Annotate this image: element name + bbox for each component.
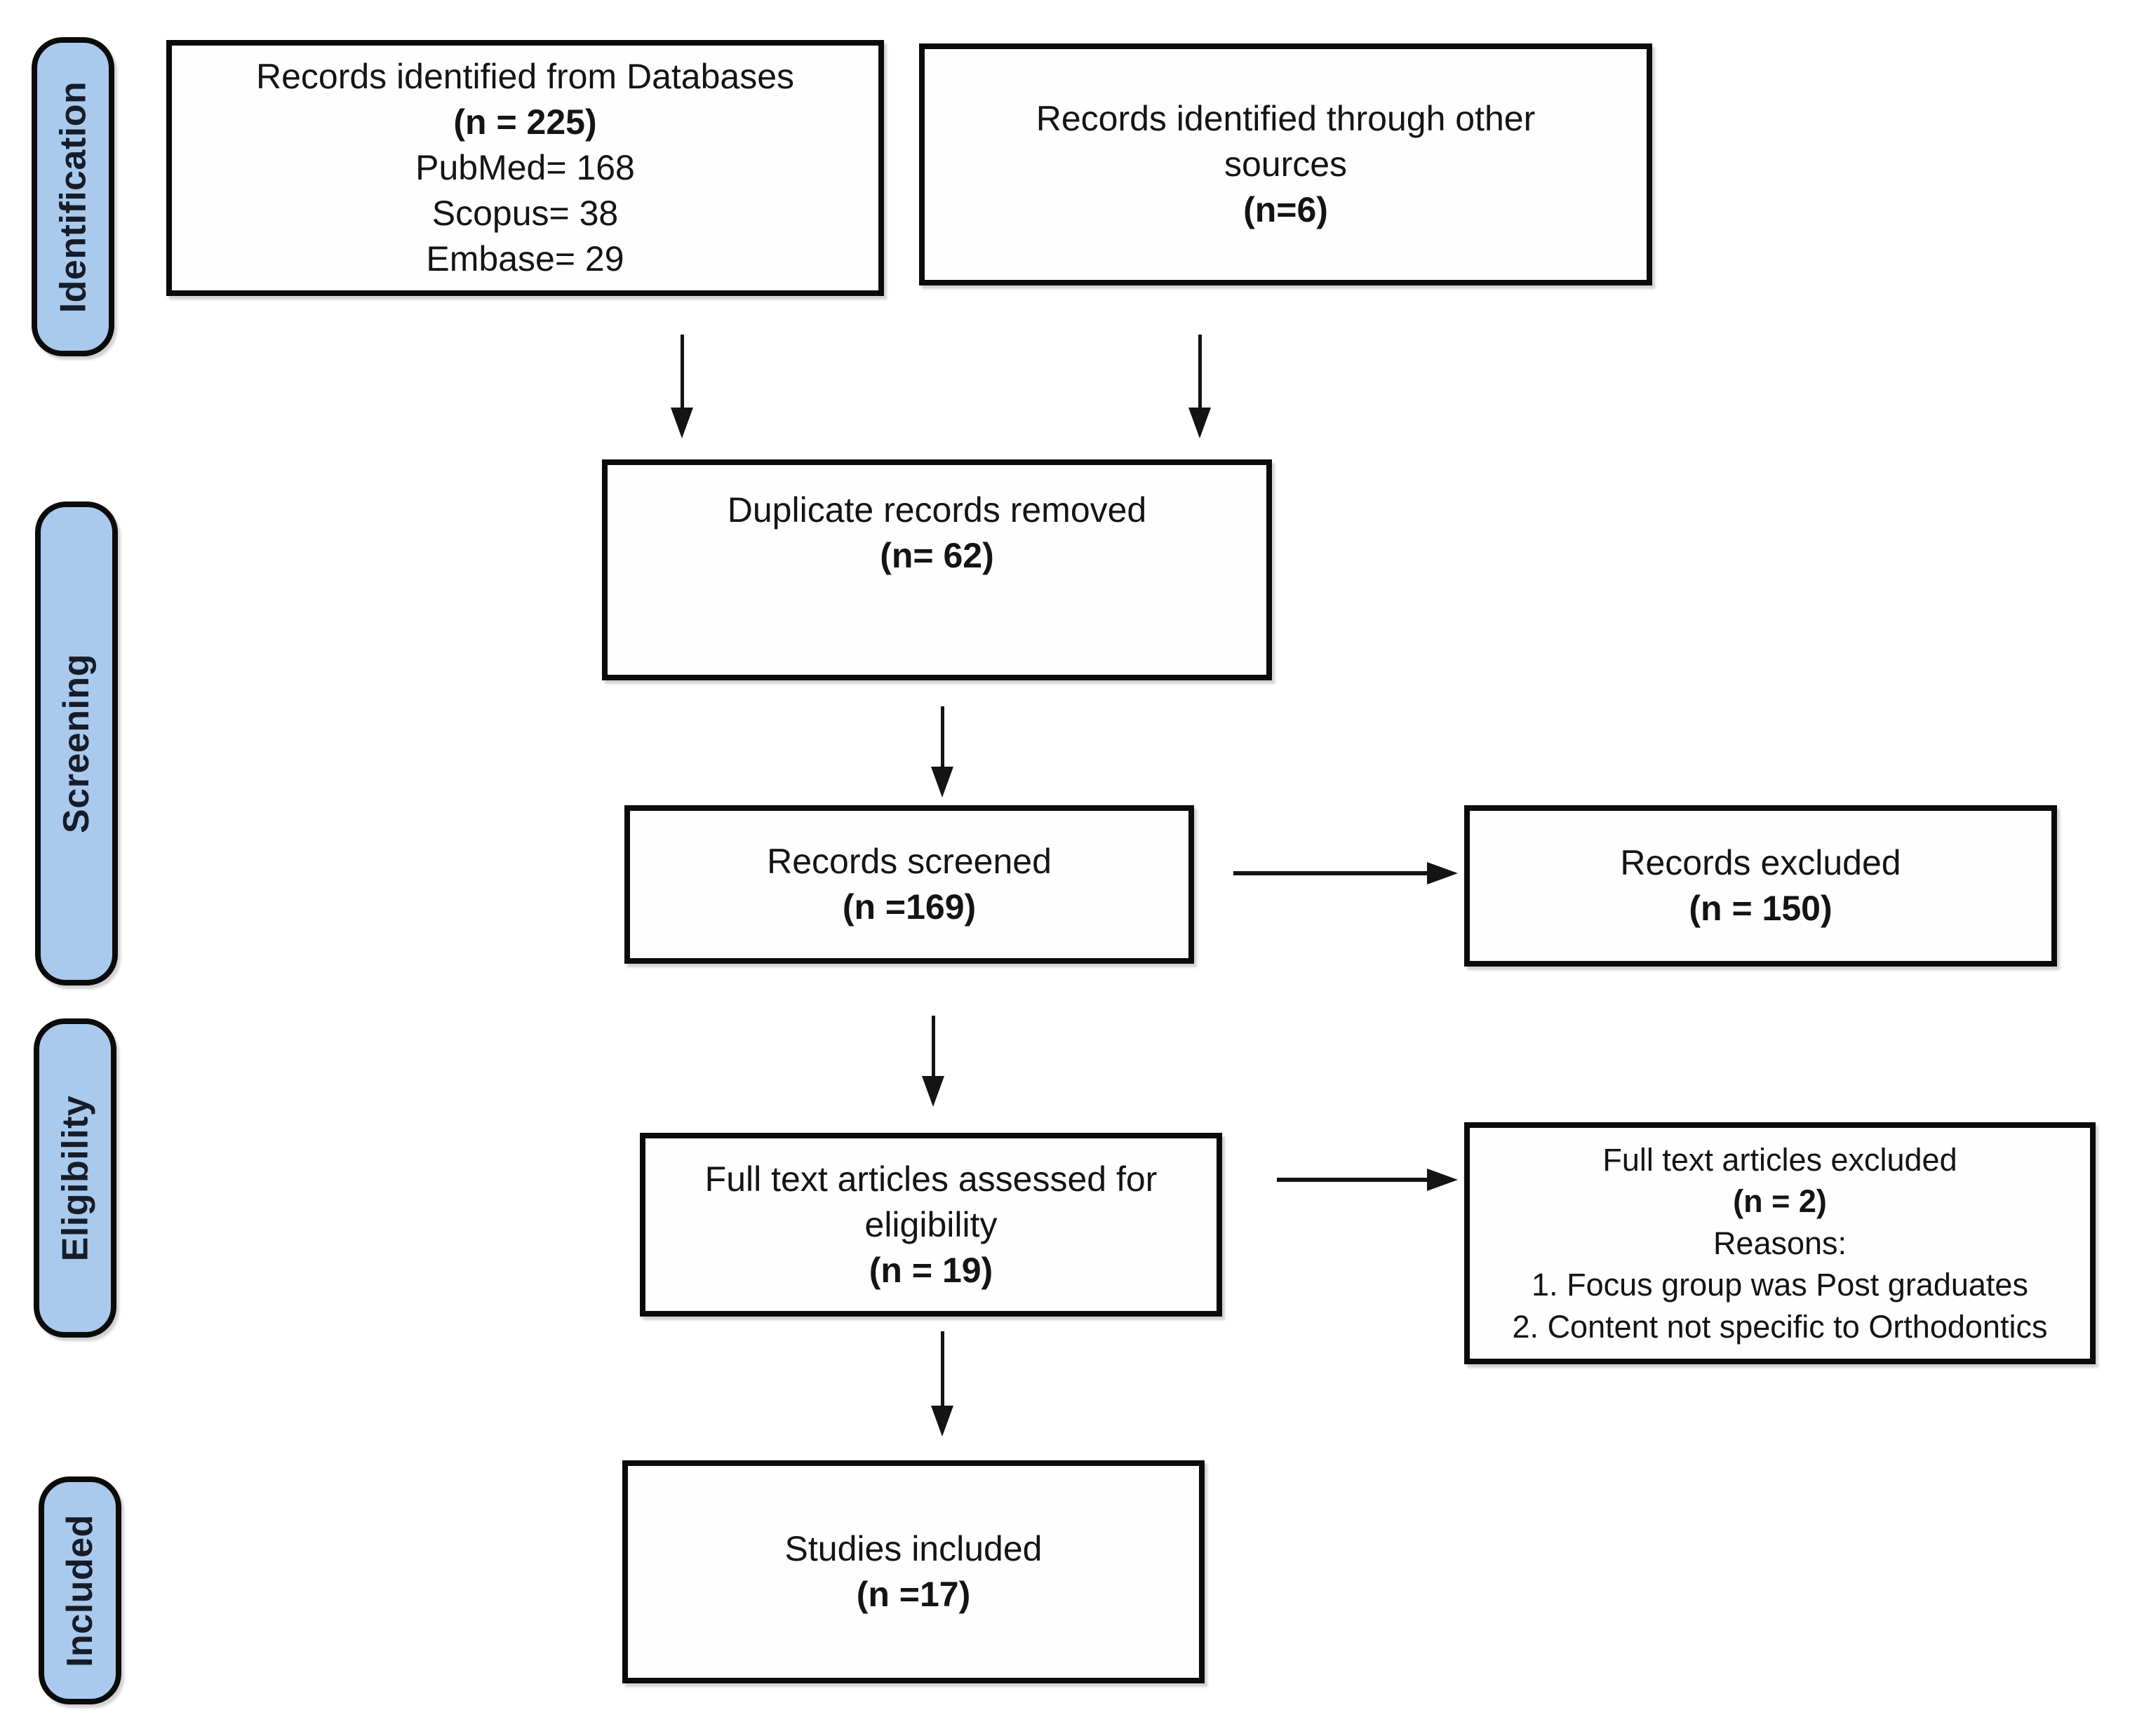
arrow-stem: [1277, 1178, 1427, 1182]
arrow-head-right-icon: [1427, 1169, 1458, 1191]
box-records-excluded-title: Records excluded: [1620, 843, 1901, 882]
arrow-stem: [1233, 871, 1427, 875]
box-studies-included-count: (n =17): [856, 1575, 971, 1614]
stage-label-screening-text: Screening: [56, 654, 98, 833]
stage-label-included-text: Included: [60, 1514, 101, 1667]
arrow-head-down-icon: [931, 767, 953, 798]
box-studies-included: Studies included (n =17): [622, 1460, 1205, 1683]
box-fulltext-assessed-title: Full text articles assessed for eligibil…: [704, 1159, 1158, 1244]
arrow-head-down-icon: [1188, 408, 1211, 438]
source-count-scopus: Scopus= 38: [431, 194, 619, 233]
arrow-stem: [1198, 335, 1202, 408]
arrow-databases-to-duplicates: [669, 335, 695, 438]
box-records-identified-databases: Records identified from Databases (n = 2…: [166, 40, 884, 296]
box-fulltext-assessed: Full text articles assessed for eligibil…: [640, 1133, 1222, 1317]
box-fulltext-excluded: Full text articles excluded (n = 2) Reas…: [1464, 1122, 2096, 1364]
stage-label-eligibility-text: Eligibility: [55, 1095, 96, 1261]
arrow-head-down-icon: [922, 1076, 944, 1107]
box-records-excluded-count: (n = 150): [1689, 889, 1833, 928]
arrow-fulltext-to-studies-included: [929, 1331, 956, 1436]
arrow-stem: [940, 706, 944, 767]
box-fulltext-assessed-count: (n = 19): [869, 1250, 993, 1290]
stage-label-screening: Screening: [35, 502, 118, 985]
source-count-embase: Embase= 29: [426, 239, 624, 278]
box-records-screened-count: (n =169): [842, 887, 977, 927]
box-duplicate-records-removed-title: Duplicate records removed: [727, 490, 1147, 530]
arrow-head-right-icon: [1427, 862, 1458, 884]
box-records-identified-databases-count: (n = 225): [453, 102, 597, 142]
arrow-head-down-icon: [931, 1406, 953, 1436]
box-studies-included-title: Studies included: [784, 1529, 1043, 1568]
box-records-screened-title: Records screened: [767, 842, 1052, 881]
arrow-screened-to-fulltext: [920, 1016, 946, 1107]
arrow-stem: [680, 335, 684, 408]
source-count-pubmed: PubMed= 168: [415, 148, 635, 187]
arrow-head-down-icon: [671, 408, 693, 438]
stage-label-identification: Identification: [32, 37, 114, 356]
box-fulltext-excluded-reasons-label: Reasons:: [1713, 1225, 1847, 1261]
stage-label-eligibility: Eligibility: [34, 1018, 116, 1338]
exclusion-reason-2: 2. Content not specific to Orthodontics: [1512, 1308, 2048, 1345]
stage-label-included: Included: [39, 1476, 121, 1704]
box-records-screened: Records screened (n =169): [624, 805, 1194, 964]
arrow-fulltext-to-fulltext-excluded: [1277, 1166, 1458, 1193]
box-records-identified-other-sources-title: Records identified through other sources: [1036, 99, 1536, 184]
stage-label-identification-text: Identification: [53, 81, 93, 313]
box-records-identified-other-sources: Records identified through other sources…: [919, 43, 1652, 285]
arrow-stem: [931, 1016, 935, 1076]
box-fulltext-excluded-count: (n = 2): [1733, 1183, 1827, 1220]
exclusion-reason-1: 1. Focus group was Post graduates: [1532, 1267, 2028, 1303]
arrow-duplicates-to-screened: [929, 706, 956, 798]
box-records-identified-other-sources-count: (n=6): [1243, 190, 1328, 229]
arrow-stem: [940, 1331, 944, 1406]
arrow-screened-to-excluded: [1233, 860, 1458, 887]
arrow-other-sources-to-duplicates: [1186, 335, 1213, 438]
box-records-identified-databases-title: Records identified from Databases: [255, 57, 795, 96]
box-fulltext-excluded-title: Full text articles excluded: [1602, 1142, 1957, 1178]
box-records-excluded: Records excluded (n = 150): [1464, 805, 2057, 967]
box-duplicate-records-removed: Duplicate records removed (n= 62): [602, 459, 1272, 680]
box-duplicate-records-removed-count: (n= 62): [880, 536, 994, 575]
